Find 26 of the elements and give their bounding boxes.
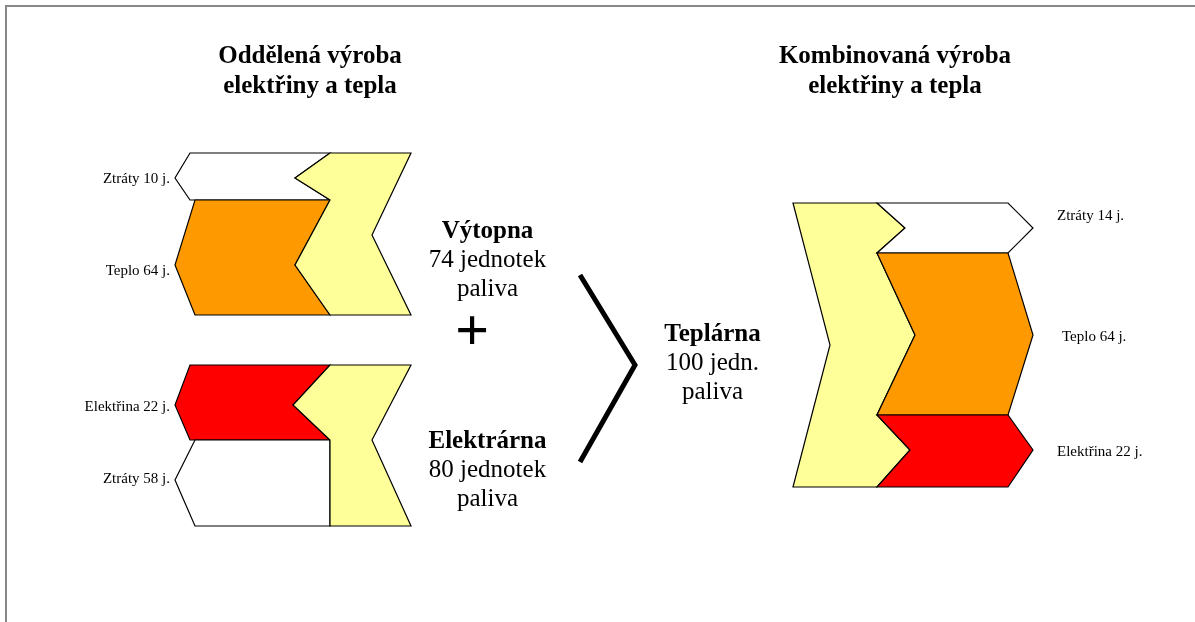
chevron-shape (174, 152, 333, 201)
fuel-amount-text: 80 jednotek paliva (427, 454, 548, 512)
chevron-shape (875, 414, 1034, 488)
chevron-shape (174, 199, 332, 316)
plant-name: Teplárna (663, 318, 762, 347)
value-label: Ztráty 14 j. (1057, 207, 1125, 224)
chevron-shape (174, 364, 332, 441)
value-label: Ztráty 10 j. (102, 170, 170, 187)
value-label: Elektřina 22 j. (1057, 443, 1143, 460)
value-label: Ztráty 58 j. (102, 470, 170, 487)
plus-sign: + (455, 300, 490, 360)
value-label: Teplo 64 j. (1062, 328, 1127, 345)
chevron-shape (174, 439, 331, 527)
chevron-shape (876, 252, 1034, 416)
chevron-shape (292, 364, 412, 527)
fuel-amount-text: 74 jednotek paliva (427, 244, 548, 302)
section-heading: Kombinovaná výroba elektřiny a tepla (777, 40, 1013, 100)
chevron-shape (875, 202, 1034, 254)
value-label: Teplo 64 j. (105, 262, 170, 279)
value-label: Elektřina 22 j. (84, 398, 170, 415)
section-heading: Oddělená výroba elektřiny a tepla (217, 40, 403, 100)
fuel-amount-text: 100 jedn. paliva (664, 347, 760, 405)
chevron-shape (293, 152, 412, 316)
plant-name: Výtopna (440, 215, 535, 244)
plant-name: Elektrárna (427, 425, 548, 454)
chevron-shape (792, 202, 916, 488)
